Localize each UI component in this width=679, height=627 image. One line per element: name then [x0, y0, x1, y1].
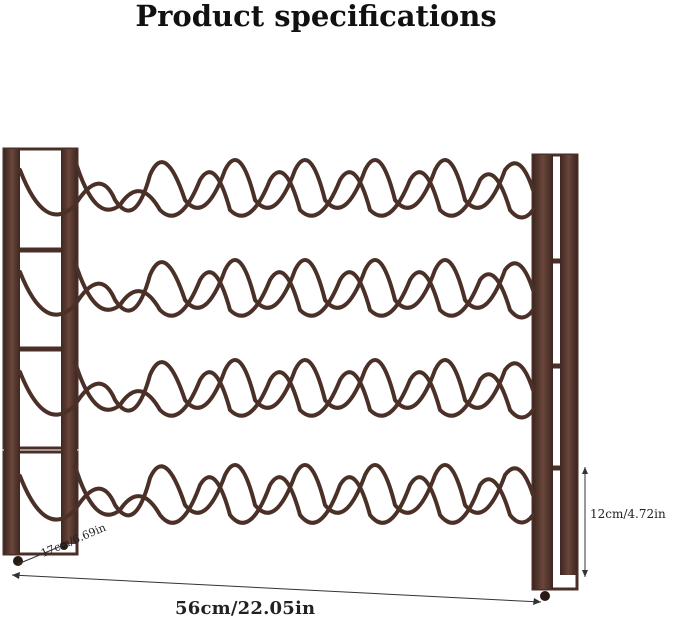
left-side-frame	[2, 147, 79, 566]
width-dimension-line	[11, 572, 542, 605]
height-dimension-line	[582, 467, 588, 577]
depth-dimension-line	[17, 543, 67, 565]
wire-tiers	[18, 158, 535, 525]
width-label: 56cm/22.05in	[175, 598, 316, 619]
right-side-frame	[531, 153, 579, 601]
height-label: 12cm/4.72in	[590, 507, 666, 521]
page-title: Product specifications	[135, 0, 497, 33]
